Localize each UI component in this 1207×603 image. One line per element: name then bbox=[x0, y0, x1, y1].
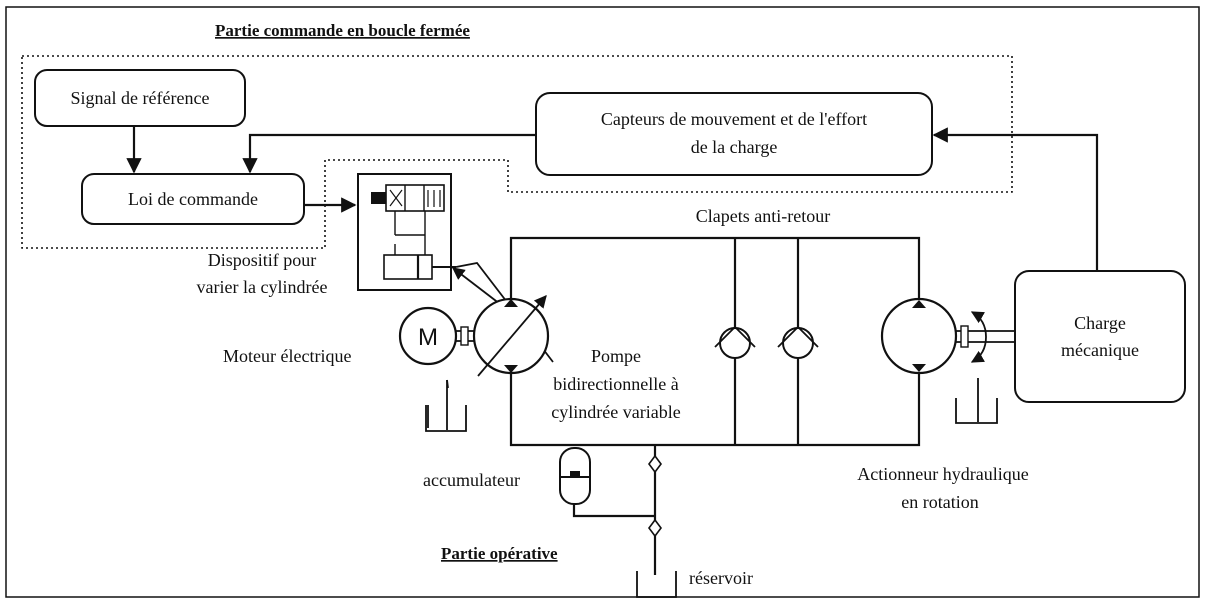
sensors-label-line2: de la charge bbox=[691, 137, 778, 157]
check-valve-2-icon bbox=[777, 325, 819, 359]
junction-check-bottom-icon bbox=[648, 518, 662, 538]
drain-tank-right-icon bbox=[955, 378, 998, 424]
outer-frame bbox=[5, 6, 1200, 598]
actuator-coupling bbox=[960, 325, 969, 348]
reference-signal-label: Signal de référence bbox=[71, 88, 210, 108]
rotation-arrow bbox=[970, 311, 987, 363]
accumulator-label: accumulateur bbox=[423, 470, 520, 490]
pump-triangle-top bbox=[504, 299, 518, 307]
drain-tank-left-icon bbox=[425, 379, 467, 432]
actuator-label-line2: en rotation bbox=[901, 492, 978, 512]
hydraulic-actuator-icon bbox=[880, 297, 958, 375]
reservoir-icon bbox=[636, 571, 677, 598]
sensors-box bbox=[535, 92, 933, 176]
arrow-sensors-to-law bbox=[242, 133, 536, 174]
actuator-triangle-top bbox=[912, 300, 926, 308]
actuator-triangle-bottom bbox=[912, 364, 926, 372]
control-law-label: Loi de commande bbox=[128, 189, 258, 209]
check-valve-1-icon bbox=[714, 325, 756, 359]
displacement-device-label-line1: Dispositif pour bbox=[208, 250, 317, 270]
control-section-title: Partie commande en boucle fermée bbox=[215, 21, 470, 40]
electric-motor-icon bbox=[398, 306, 458, 366]
shaft-coupling bbox=[460, 326, 469, 346]
control-region-boundary bbox=[21, 55, 1013, 249]
pump-variable-arrow bbox=[477, 295, 547, 377]
pump-label-line3: cylindrée variable bbox=[551, 402, 680, 422]
accumulator-line bbox=[572, 500, 655, 518]
circuit-bottom-line bbox=[509, 373, 921, 447]
check-valves-label: Clapets anti-retour bbox=[696, 206, 830, 226]
pump-label-line1: Pompe bbox=[591, 346, 641, 366]
displacement-device-label-line2: varier la cylindrée bbox=[197, 277, 328, 297]
mechanical-load-box bbox=[1014, 270, 1186, 403]
electric-motor-label: Moteur électrique bbox=[223, 346, 351, 366]
control-law-box bbox=[81, 173, 305, 225]
reservoir-label: réservoir bbox=[689, 568, 753, 588]
arrow-load-to-sensors bbox=[932, 127, 1099, 271]
pump-triangle-bottom bbox=[504, 365, 518, 373]
circuit-top-line bbox=[509, 236, 921, 299]
linkage-arrow bbox=[451, 267, 501, 305]
motor-symbol: M bbox=[418, 324, 438, 351]
reference-signal-box bbox=[34, 69, 246, 127]
cylinder-icon bbox=[383, 244, 456, 280]
sensors-label-line1: Capteurs de mouvement et de l'effort bbox=[601, 109, 867, 129]
accumulator-icon bbox=[559, 447, 591, 505]
actuator-label-line1: Actionneur hydraulique bbox=[857, 464, 1028, 484]
pump-label-line2: bidirectionnelle à bbox=[553, 374, 678, 394]
junction-check-top-icon bbox=[648, 454, 662, 474]
operative-section-title: Partie opérative bbox=[441, 544, 558, 563]
servovalve-icon bbox=[371, 184, 445, 255]
mechanical-load-label-line1: Charge bbox=[1074, 313, 1126, 333]
mechanical-load-label-line2: mécanique bbox=[1061, 340, 1139, 360]
